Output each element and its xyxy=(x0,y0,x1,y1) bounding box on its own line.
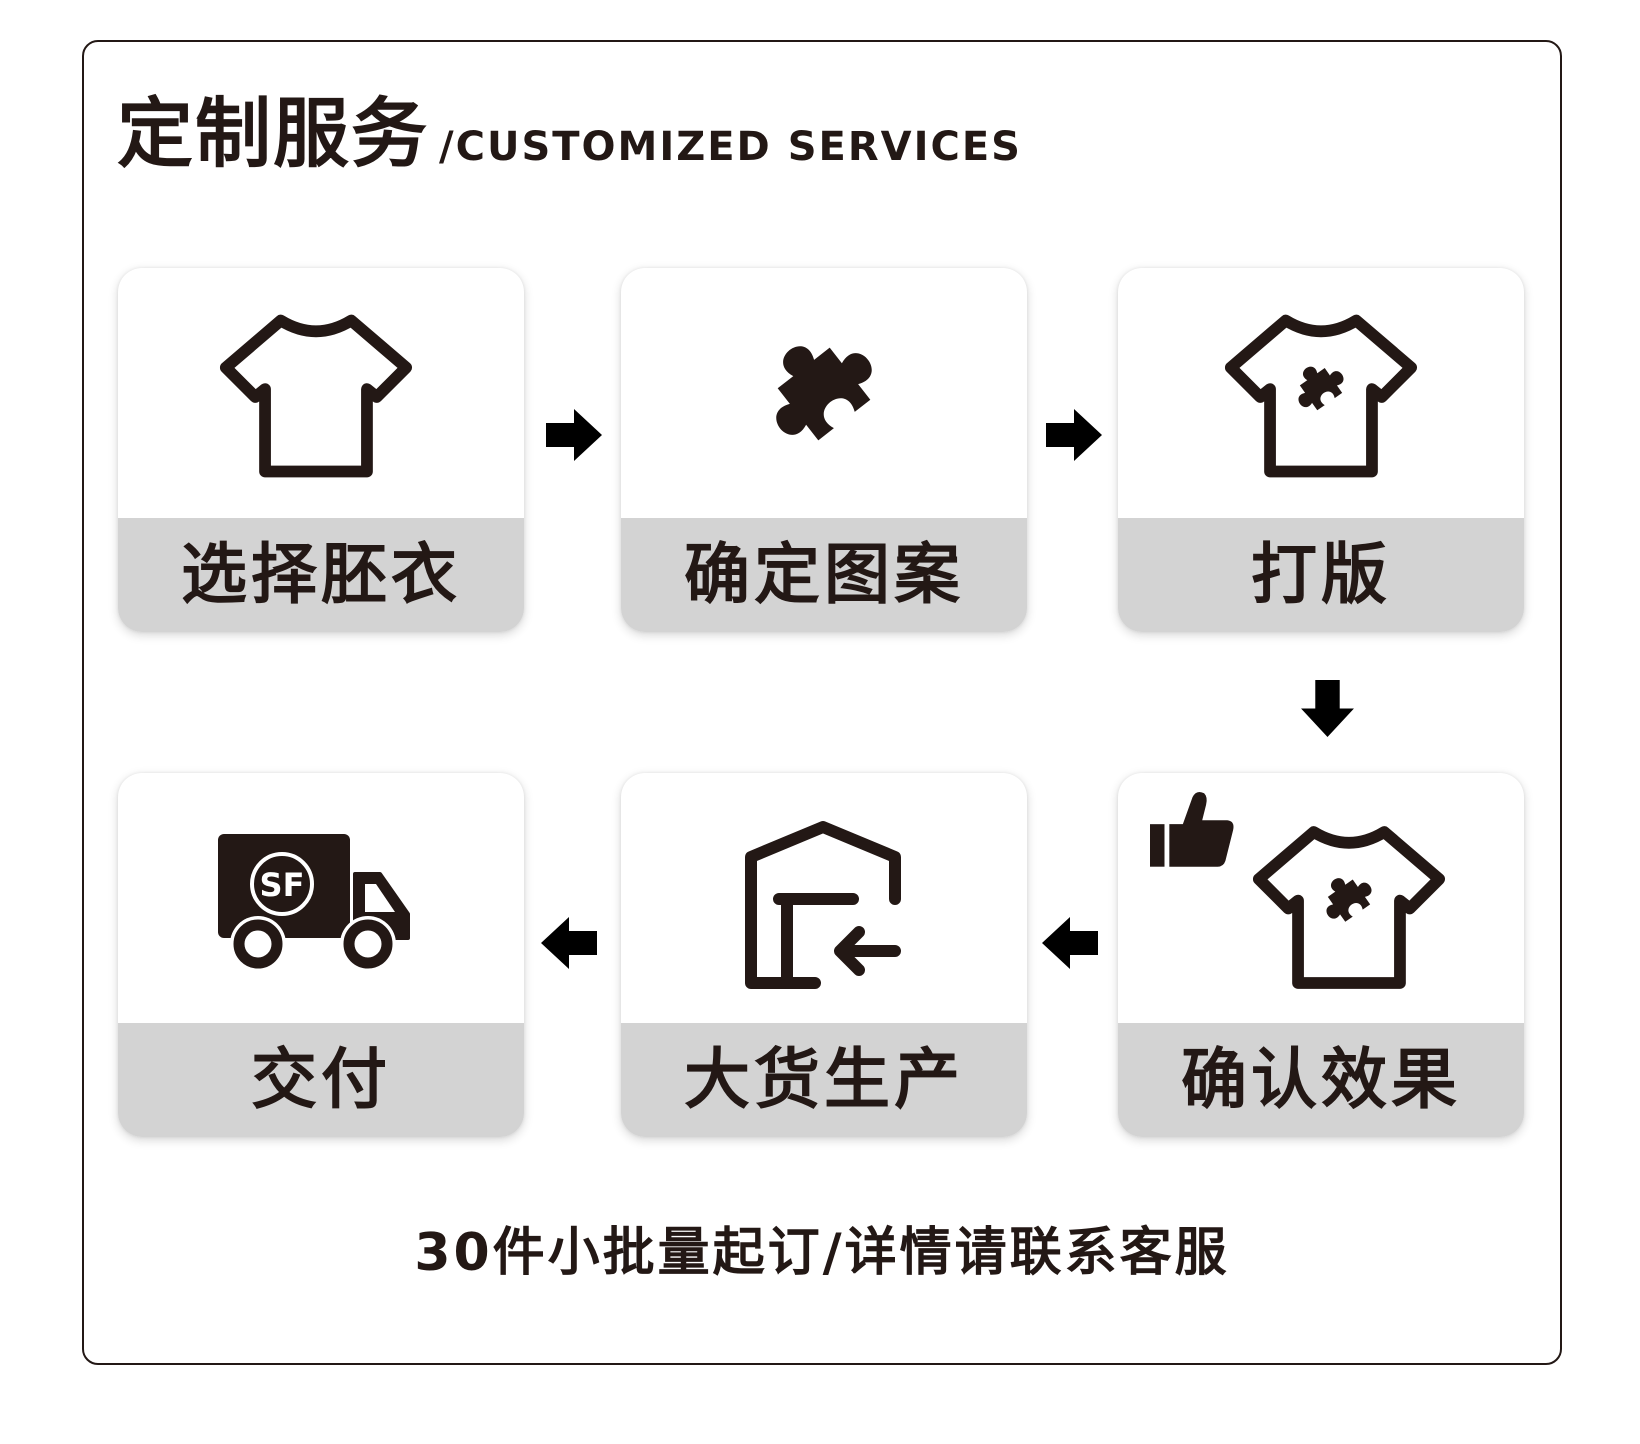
step-art xyxy=(1118,773,1524,1023)
step-label: 确认效果 xyxy=(1181,1041,1461,1118)
step-card-bulk-production: 大货生产 xyxy=(621,773,1027,1137)
step-card-delivery: SF 交付 xyxy=(118,773,524,1137)
step-art xyxy=(621,773,1027,1023)
arrow-right-icon xyxy=(546,409,602,461)
step-label-band: 确认效果 xyxy=(1118,1023,1524,1137)
delivery-truck-icon: SF xyxy=(218,834,410,972)
step-label: 选择胚衣 xyxy=(181,536,461,613)
thumbs-up-icon xyxy=(1150,791,1234,867)
sf-logo-text: SF xyxy=(260,866,305,904)
outer-frame xyxy=(82,40,1562,1365)
step-label-band: 确定图案 xyxy=(621,518,1027,632)
step-art xyxy=(1118,268,1524,518)
arrow-left-icon xyxy=(1042,917,1098,969)
sf-logo: SF xyxy=(250,852,314,916)
puzzle-icon xyxy=(776,346,872,441)
step-card-sample-making: 打版 xyxy=(1118,268,1524,632)
step-card-confirm-result: 确认效果 xyxy=(1118,773,1524,1137)
tshirt-puzzle-icon xyxy=(1252,826,1446,989)
tshirt-puzzle-icon xyxy=(1224,314,1418,478)
step-label: 大货生产 xyxy=(684,1041,964,1118)
step-label-band: 大货生产 xyxy=(621,1023,1027,1137)
step-card-choose-blank: 选择胚衣 xyxy=(118,268,524,632)
step-art: SF xyxy=(118,773,524,1023)
step-label-band: 打版 xyxy=(1118,518,1524,632)
warehouse-icon xyxy=(745,821,901,989)
arrow-left-icon xyxy=(541,917,597,969)
title-english: /CUSTOMIZED SERVICES xyxy=(439,124,1022,170)
arrow-right-icon xyxy=(1046,409,1102,461)
step-art xyxy=(118,268,524,518)
step-card-confirm-pattern: 确定图案 xyxy=(621,268,1027,632)
arrow-down-icon xyxy=(1301,680,1354,737)
step-label-band: 交付 xyxy=(118,1023,524,1137)
section-header: 定制服务 /CUSTOMIZED SERVICES xyxy=(117,96,1022,172)
step-label: 交付 xyxy=(251,1041,391,1118)
minimum-order-note: 30件小批量起订/详情请联系客服 xyxy=(414,1223,1230,1283)
step-label-band: 选择胚衣 xyxy=(118,518,524,632)
step-art xyxy=(621,268,1027,518)
step-label: 打版 xyxy=(1251,536,1391,613)
tshirt-icon xyxy=(219,314,413,478)
title-chinese: 定制服务 xyxy=(117,89,429,178)
step-label: 确定图案 xyxy=(684,536,964,613)
